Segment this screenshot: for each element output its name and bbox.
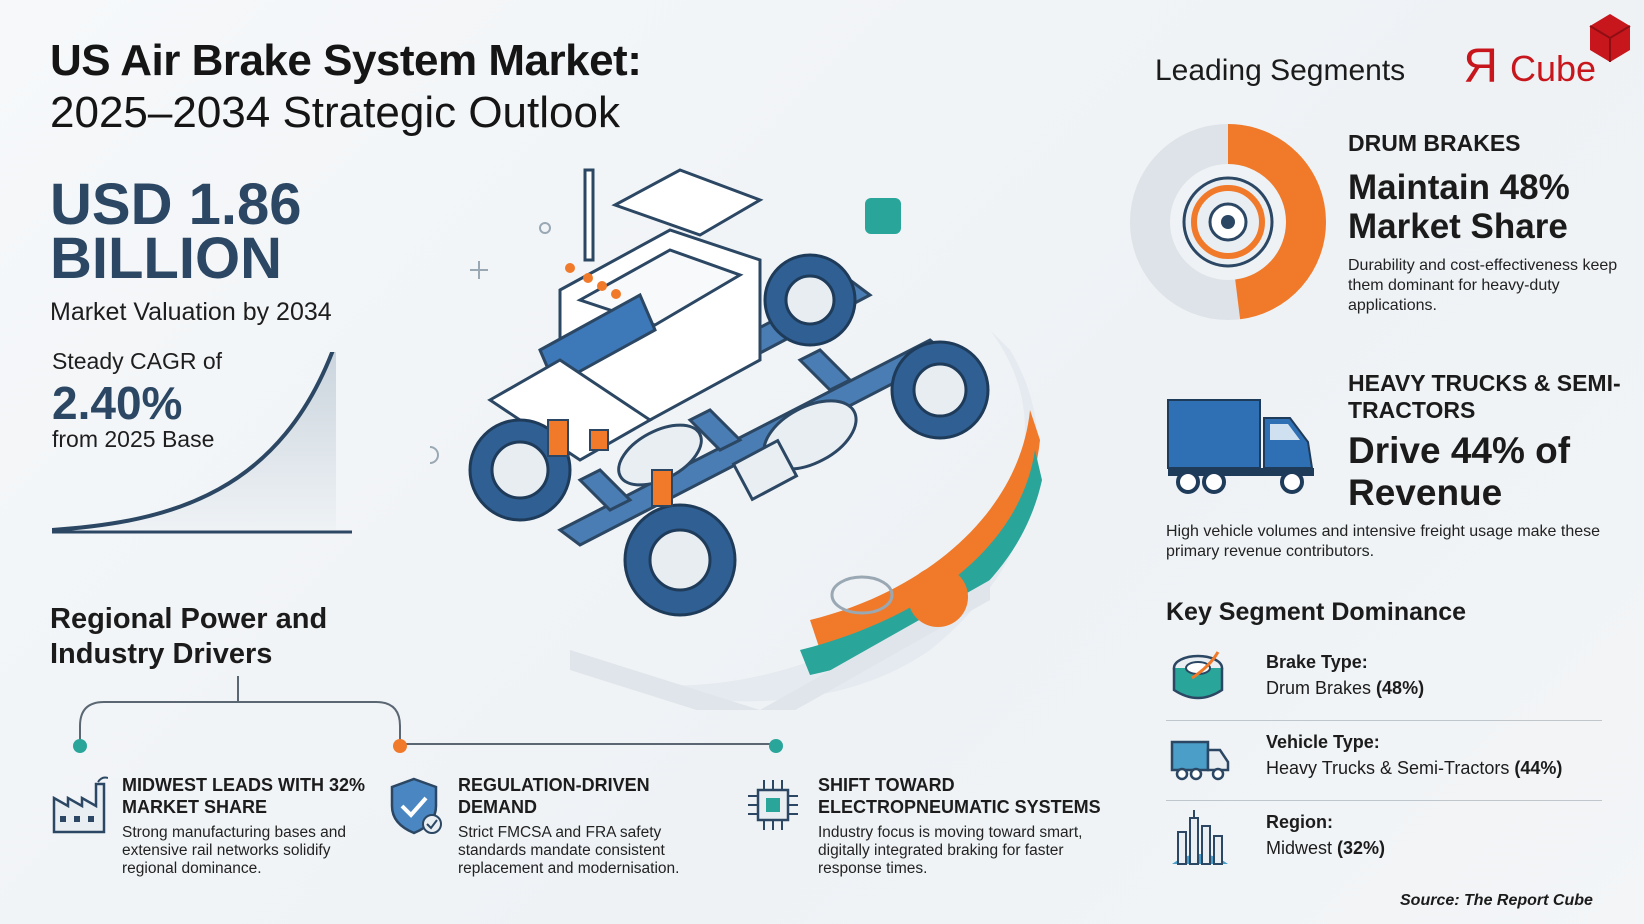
page-title-line1: US Air Brake System Market: [50,36,642,85]
driver-title: REGULATION-DRIVEN DEMAND [458,775,650,817]
reportcube-logo: R [1463,14,1631,92]
divider [1166,720,1602,721]
drivers-connector-tree [73,676,783,753]
chip-icon [748,780,798,830]
page-title-line2: 2025–2034 Strategic Outlook [50,88,620,137]
driver-body: Strict FMCSA and FRA safety standards ma… [458,824,680,877]
divider [1166,800,1602,801]
valuation-subtitle: Market Valuation by 2034 [50,298,332,326]
cagr-label: Steady CAGR of [52,348,223,374]
logo-text: Cube [1510,48,1597,89]
key-segment-label: Brake Type: [1266,652,1368,672]
key-segment-label: Region: [1266,812,1333,832]
key-segment-row-brake: Brake Type: Drum Brakes (48%) [1166,642,1602,718]
key-segment-row-vehicle: Vehicle Type: Heavy Trucks & Semi-Tracto… [1166,722,1602,798]
segment1-label: DRUM BRAKES [1348,130,1521,156]
leading-segments-title: Leading Segments [1155,54,1406,87]
key-segment-value: Midwest (32%) [1266,838,1386,858]
key-segment-value: Drum Brakes (48%) [1266,678,1425,698]
drum-brake-share-donut [1130,124,1326,320]
valuation-unit: BILLION [50,226,282,291]
segment1-headline: Maintain 48% Market Share [1348,168,1570,246]
key-segment-value: Heavy Trucks & Semi-Tractors (44%) [1266,758,1563,778]
segment1-description: Durability and cost-effectiveness keep t… [1348,257,1618,314]
driver-electropneumatic: SHIFT TOWARD ELECTROPNEUMATIC SYSTEMS In… [818,774,1128,878]
truck-icon [1170,740,1230,781]
city-skyline-icon [1172,810,1228,865]
key-segment-row-region: Region: Midwest (32%) [1166,802,1602,878]
driver-regulation: REGULATION-DRIVEN DEMAND Strict FMCSA an… [458,774,718,878]
driver-body: Industry focus is moving toward smart, d… [818,824,1083,877]
driver-midwest: MIDWEST LEADS WITH 32% MARKET SHARE Stro… [122,774,372,878]
factory-icon [52,776,108,834]
source-credit: Source: The Report Cube [1400,892,1593,909]
cagr-base-label: from 2025 Base [52,426,215,452]
driver-body: Strong manufacturing bases and extensive… [122,824,347,877]
segment2-label: HEAVY TRUCKS & SEMI-TRACTORS [1348,370,1621,423]
regional-section-title: Regional Power and Industry Drivers [50,603,328,670]
key-segment-label: Vehicle Type: [1266,732,1380,752]
driver-title: SHIFT TOWARD ELECTROPNEUMATIC SYSTEMS [818,775,1101,817]
svg-text:R: R [1463,40,1498,92]
segment2-description: High vehicle volumes and intensive freig… [1166,523,1601,560]
driver-title: MIDWEST LEADS WITH 32% MARKET SHARE [122,775,366,817]
shield-check-icon [390,777,442,835]
growth-curve-graphic [52,352,352,534]
truck-icon [1167,399,1314,494]
segment2-headline: Drive 44% of Revenue [1348,430,1571,513]
drum-brake-icon [1172,651,1224,700]
valuation-amount: USD 1.86 [50,172,302,237]
key-segment-title: Key Segment Dominance [1166,598,1467,626]
truck-chassis-illustration [430,168,1042,710]
cagr-value: 2.40% [52,377,183,429]
